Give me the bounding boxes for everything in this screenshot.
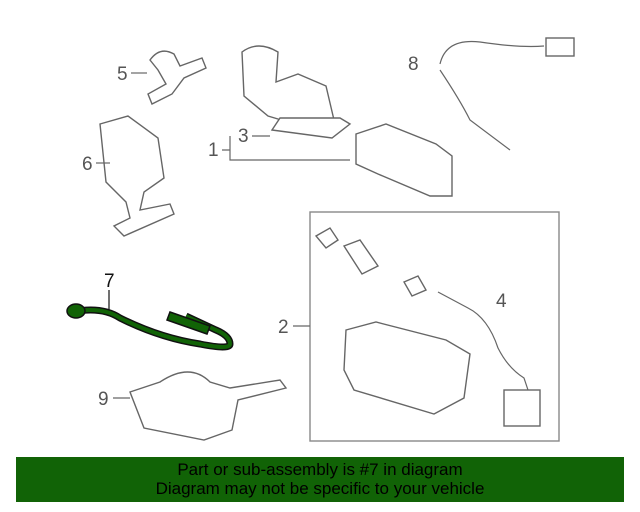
part-4-hose[interactable] <box>437 291 535 409</box>
callout-3[interactable]: 3 <box>238 126 249 147</box>
part-8-connector <box>545 37 575 57</box>
callout-6[interactable]: 6 <box>82 154 93 175</box>
part-7-oxygen-sensor[interactable] <box>66 303 234 351</box>
callout-2[interactable]: 2 <box>278 317 289 338</box>
part-5-valve[interactable] <box>147 50 207 105</box>
callout-4[interactable]: 4 <box>496 291 507 312</box>
part-1-canister[interactable] <box>355 123 453 197</box>
banner-line-1: Part or sub-assembly is #7 in diagram <box>177 460 463 479</box>
info-banner: Part or sub-assembly is #7 in diagram Di… <box>16 457 624 502</box>
part-2-fittings <box>314 227 427 297</box>
part-4-fitting <box>503 389 541 427</box>
callout-1[interactable]: 1 <box>208 140 219 161</box>
part-2-canister <box>343 321 471 415</box>
part-6-valve[interactable] <box>99 115 175 237</box>
banner-line-2: Diagram may not be specific to your vehi… <box>155 479 485 498</box>
part-9-valve[interactable] <box>129 371 288 441</box>
callout-9[interactable]: 9 <box>98 389 109 410</box>
callout-7[interactable]: 7 <box>104 271 115 292</box>
callout-8[interactable]: 8 <box>408 54 419 75</box>
part-8-oxygen-sensor[interactable] <box>439 40 545 151</box>
leader-1 <box>222 136 350 161</box>
part-3-solenoid[interactable] <box>241 45 352 139</box>
callout-5[interactable]: 5 <box>117 64 128 85</box>
